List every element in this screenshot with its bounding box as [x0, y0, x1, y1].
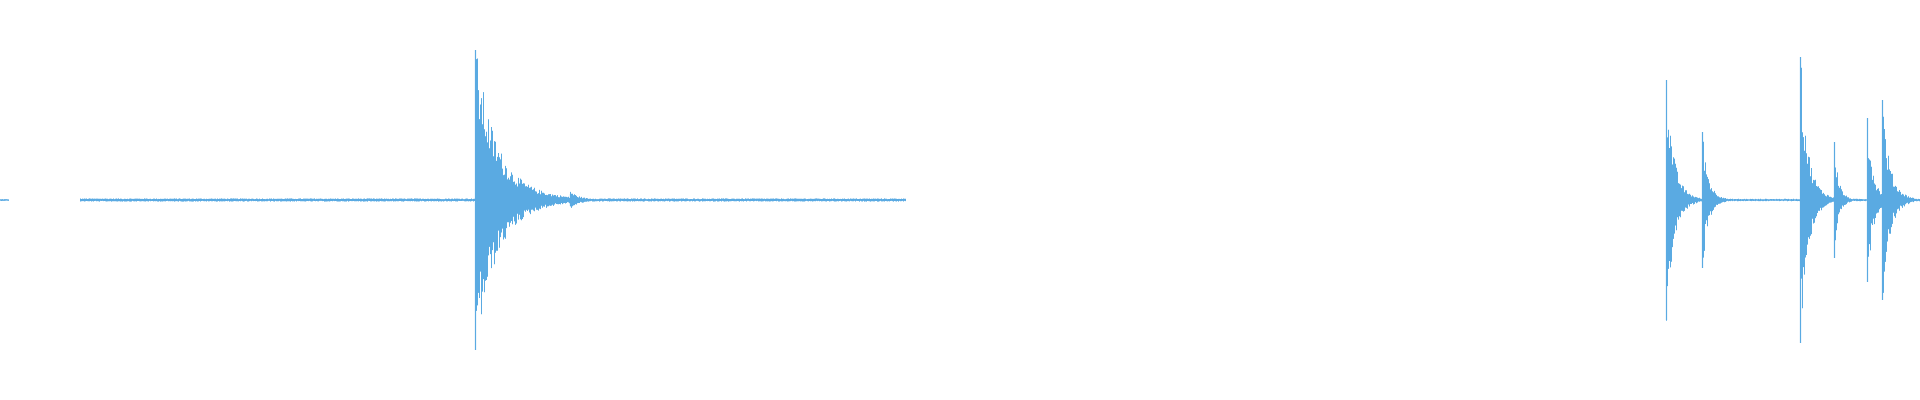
waveform-samples — [0, 58, 1920, 343]
waveform-path — [0, 58, 1920, 343]
